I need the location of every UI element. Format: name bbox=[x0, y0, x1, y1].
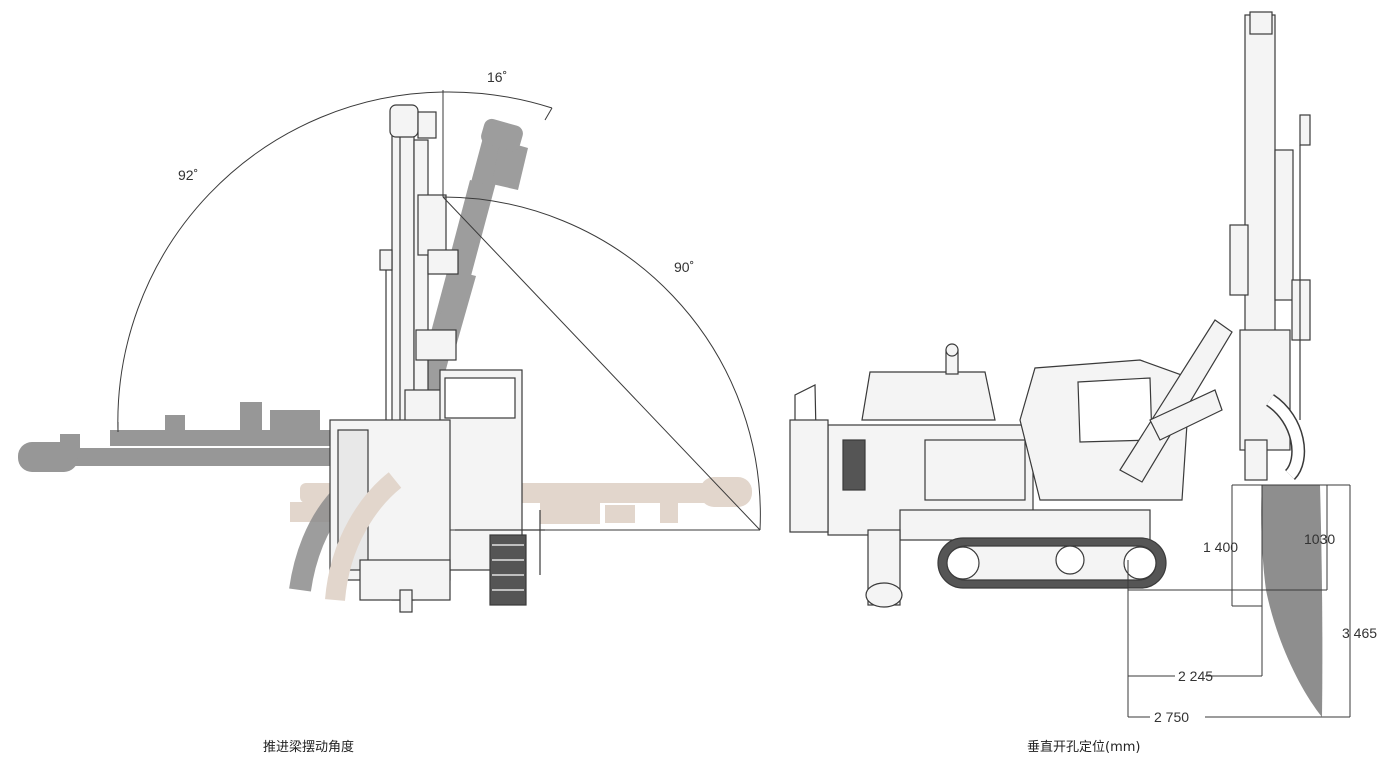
arc-92 bbox=[117, 91, 444, 433]
arc-90 bbox=[442, 196, 761, 531]
arc-16 bbox=[442, 91, 553, 109]
right-caption: 垂直开孔定位(mm) bbox=[1027, 740, 1140, 755]
front-hose bbox=[325, 472, 402, 602]
boom-swing-figure: 16˚ 92˚ 90˚ 推进梁摆动角度 bbox=[18, 69, 761, 755]
angle-label-90: 90˚ bbox=[674, 259, 694, 275]
dim-label-2750: 2 750 bbox=[1154, 709, 1189, 725]
dim-label-1400: 1 400 bbox=[1203, 539, 1238, 555]
dim-label-1030: 1030 bbox=[1304, 531, 1335, 547]
angle-label-92: 92˚ bbox=[178, 167, 198, 183]
drill-reach-area bbox=[1261, 485, 1323, 717]
rig-side-view bbox=[789, 11, 1311, 608]
angle-lines bbox=[117, 90, 761, 531]
ghost-boom-left bbox=[18, 402, 380, 472]
vertical-hole-figure: 1 400 1030 3 465 2 245 2 750 垂直开孔定位(mm) bbox=[789, 11, 1377, 755]
dimension-lines bbox=[1127, 484, 1351, 718]
dim-label-3465: 3 465 bbox=[1342, 625, 1377, 641]
left-caption: 推进梁摆动角度 bbox=[263, 739, 354, 755]
dim-label-2245: 2 245 bbox=[1178, 668, 1213, 684]
angle-label-16: 16˚ bbox=[487, 69, 507, 85]
